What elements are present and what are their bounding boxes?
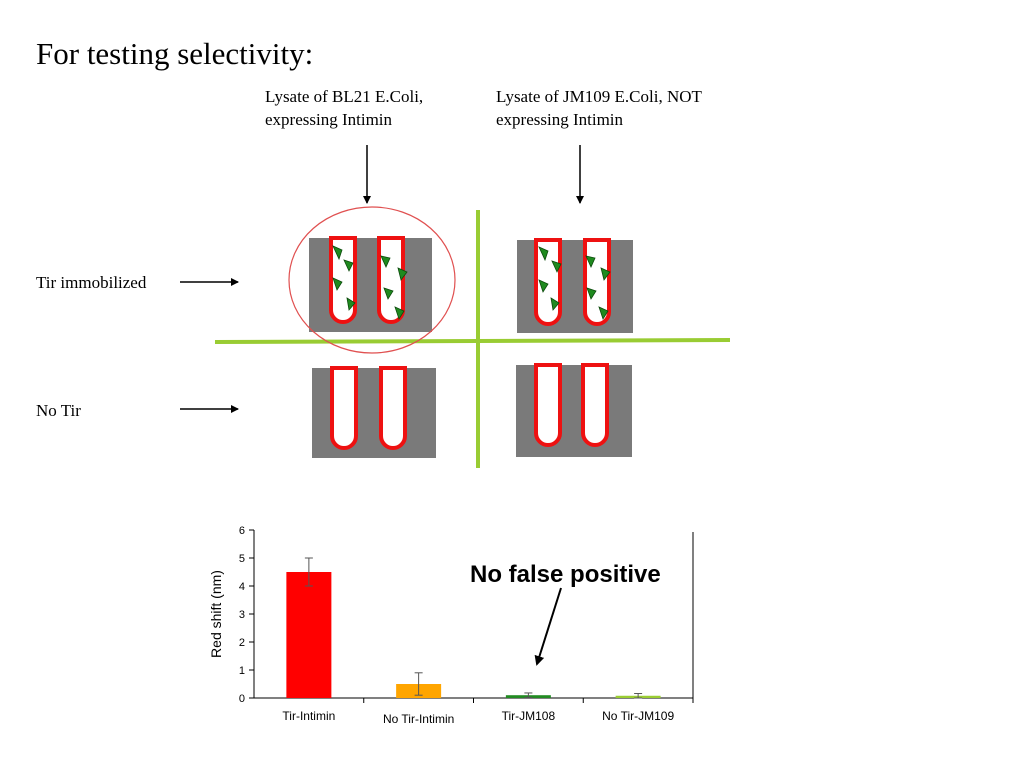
y-axis-label: Red shift (nm) <box>208 570 224 658</box>
well-block-no-tir-jm109 <box>516 363 632 457</box>
column-label-jm109-line1: Lysate of JM109 E.Coli, NOT <box>496 87 702 106</box>
selectivity-diagram <box>180 145 731 468</box>
bound-intimin-particles-bl21 <box>332 245 408 320</box>
column-label-jm109-line2: expressing Intimin <box>496 110 624 129</box>
bar-0 <box>286 572 332 698</box>
x-tick-label-1: No Tir-Intimin <box>383 712 454 726</box>
y-tick-label: 0 <box>239 693 245 705</box>
page-title: For testing selectivity: <box>36 36 314 71</box>
column-label-bl21-line1: Lysate of BL21 E.Coli, <box>265 87 424 106</box>
unbound-particles-jm109 <box>538 246 611 320</box>
column-label-bl21: Lysate of BL21 E.Coli, expressing Intimi… <box>265 85 423 131</box>
horizontal-divider <box>214 338 731 344</box>
well-block-tir-jm109 <box>517 238 633 333</box>
well-block-tir-bl21 <box>309 236 432 332</box>
x-tick-label-3: No Tir-JM109 <box>602 709 674 723</box>
highlight-circle <box>288 206 456 354</box>
row-label-tir-immobilized: Tir immobilized <box>36 273 147 292</box>
x-tick-label-2: Tir-JM108 <box>502 709 556 723</box>
annotation-no-false-positive: No false positive <box>470 561 661 588</box>
row-label-no-tir: No Tir <box>36 401 81 420</box>
y-tick-label: 3 <box>239 609 245 621</box>
y-tick-label: 1 <box>239 665 245 677</box>
y-tick-label: 6 <box>239 525 245 537</box>
y-tick-label: 2 <box>239 637 245 649</box>
x-tick-label-0: Tir-Intimin <box>282 709 335 723</box>
y-tick-label: 5 <box>239 553 245 565</box>
y-tick-label: 4 <box>239 581 245 593</box>
annotation-arrow <box>534 587 562 666</box>
well-block-no-tir-bl21 <box>312 366 436 458</box>
column-label-jm109: Lysate of JM109 E.Coli, NOT expressing I… <box>496 85 702 131</box>
column-label-bl21-line2: expressing Intimin <box>265 110 393 129</box>
